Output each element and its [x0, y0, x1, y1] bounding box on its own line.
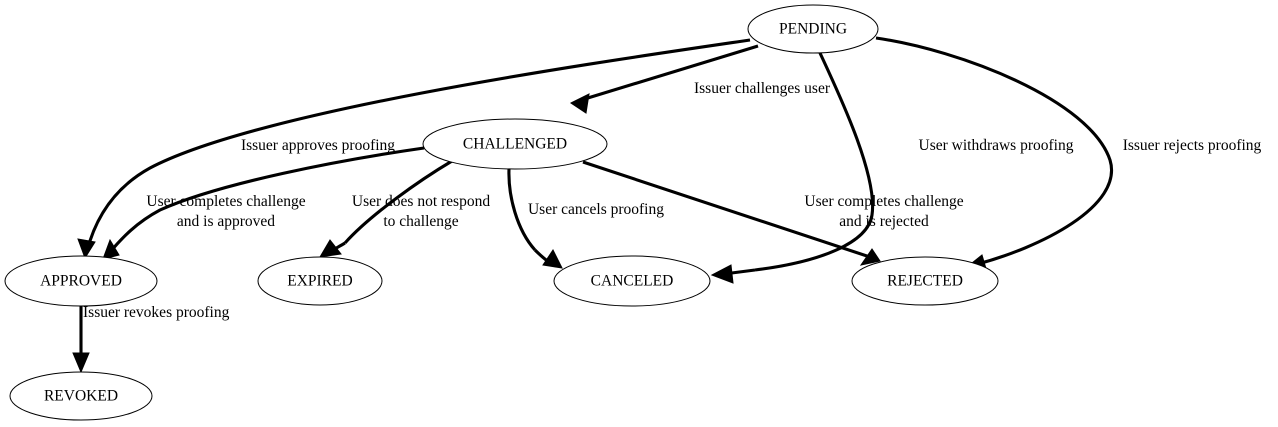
node-expired-ellipse[interactable] [257, 256, 383, 306]
edge-challenged-to-expired: User does not respond to challenge [319, 159, 490, 258]
node-challenged-ellipse[interactable] [422, 118, 608, 170]
arrowhead-approved-from-challenged [102, 238, 120, 260]
edge-pending-to-canceled: User withdraws proofing [710, 52, 1074, 284]
node-challenged-label: CHALLENGED [463, 136, 567, 153]
edge-label-issuer-revokes-proofing: Issuer revokes proofing [83, 304, 230, 321]
edge-approved-to-revoked: Issuer revokes proofing [72, 304, 230, 374]
arrowhead-canceled-from-challenged [542, 249, 563, 269]
node-approved-label: APPROVED [40, 273, 122, 290]
edge-path-pending-canceled-tail [715, 268, 756, 277]
edge-label-user-completes-challenge-rejected-line1: User completes challenge [804, 193, 963, 210]
node-pending-label: PENDING [779, 21, 847, 38]
edge-path-pending-canceled [754, 52, 875, 272]
edge-challenged-to-approved: User completes challenge and is approved [102, 146, 425, 260]
edge-label-user-completes-challenge-approved-line1: User completes challenge [146, 193, 305, 210]
node-pending-ellipse[interactable] [747, 4, 879, 54]
edge-challenged-to-canceled: User cancels proofing [507, 168, 664, 269]
edge-label-issuer-approves-proofing: Issuer approves proofing [241, 137, 395, 154]
edge-path-pending-approved [85, 38, 751, 252]
edge-path-challenged-expired [343, 159, 453, 245]
edge-label-user-cancels-proofing: User cancels proofing [528, 201, 664, 218]
node-rejected-ellipse[interactable] [851, 256, 999, 306]
edge-pending-to-challenged: Issuer challenges user [570, 44, 831, 114]
edge-path-pending-rejected [875, 36, 1114, 267]
edge-label-issuer-rejects-proofing: Issuer rejects proofing [1123, 137, 1262, 154]
edge-challenged-to-rejected: User completes challenge and is rejected [582, 160, 964, 266]
edge-path-challenged-canceled-tail [533, 248, 557, 268]
arrowhead-challenged-from-pending [570, 93, 590, 114]
edge-label-issuer-challenges-user: Issuer challenges user [694, 80, 831, 97]
edge-label-user-does-not-respond-line1: User does not respond [352, 193, 490, 210]
edge-pending-to-rejected: Issuer rejects proofing [875, 36, 1262, 273]
node-revoked[interactable]: REVOKED [9, 371, 153, 421]
node-canceled[interactable]: CANCELED [553, 255, 711, 307]
node-expired-label: EXPIRED [287, 273, 352, 290]
node-expired[interactable]: EXPIRED [257, 256, 383, 306]
edge-label-user-withdraws-proofing: User withdraws proofing [919, 137, 1074, 154]
arrowhead-revoked-from-approved [72, 352, 90, 374]
node-pending[interactable]: PENDING [747, 4, 879, 54]
node-approved-ellipse[interactable] [4, 255, 158, 307]
edge-path-pending-challenged [577, 44, 759, 103]
edge-path-challenged-rejected [582, 160, 874, 260]
node-rejected-label: REJECTED [887, 273, 963, 290]
node-revoked-label: REVOKED [44, 388, 118, 405]
edge-path-challenged-expired-tail [322, 241, 346, 258]
edge-pending-to-approved: Issuer approves proofing [77, 38, 751, 260]
edge-label-user-completes-challenge-rejected-line2: and is rejected [839, 213, 929, 230]
edge-path-challenged-canceled [507, 168, 537, 252]
edge-label-user-completes-challenge-approved-line2: and is approved [177, 213, 275, 230]
node-revoked-ellipse[interactable] [9, 371, 153, 421]
node-canceled-label: CANCELED [591, 273, 674, 290]
arrowhead-approved-from-pending [77, 238, 96, 260]
node-rejected[interactable]: REJECTED [851, 256, 999, 306]
node-challenged[interactable]: CHALLENGED [422, 118, 608, 170]
edge-path-challenged-approved [106, 146, 425, 256]
edge-label-user-does-not-respond-line2: to challenge [383, 213, 458, 230]
node-approved[interactable]: APPROVED [4, 255, 158, 307]
node-canceled-ellipse[interactable] [553, 255, 711, 307]
arrowhead-rejected-from-challenged [859, 248, 881, 266]
